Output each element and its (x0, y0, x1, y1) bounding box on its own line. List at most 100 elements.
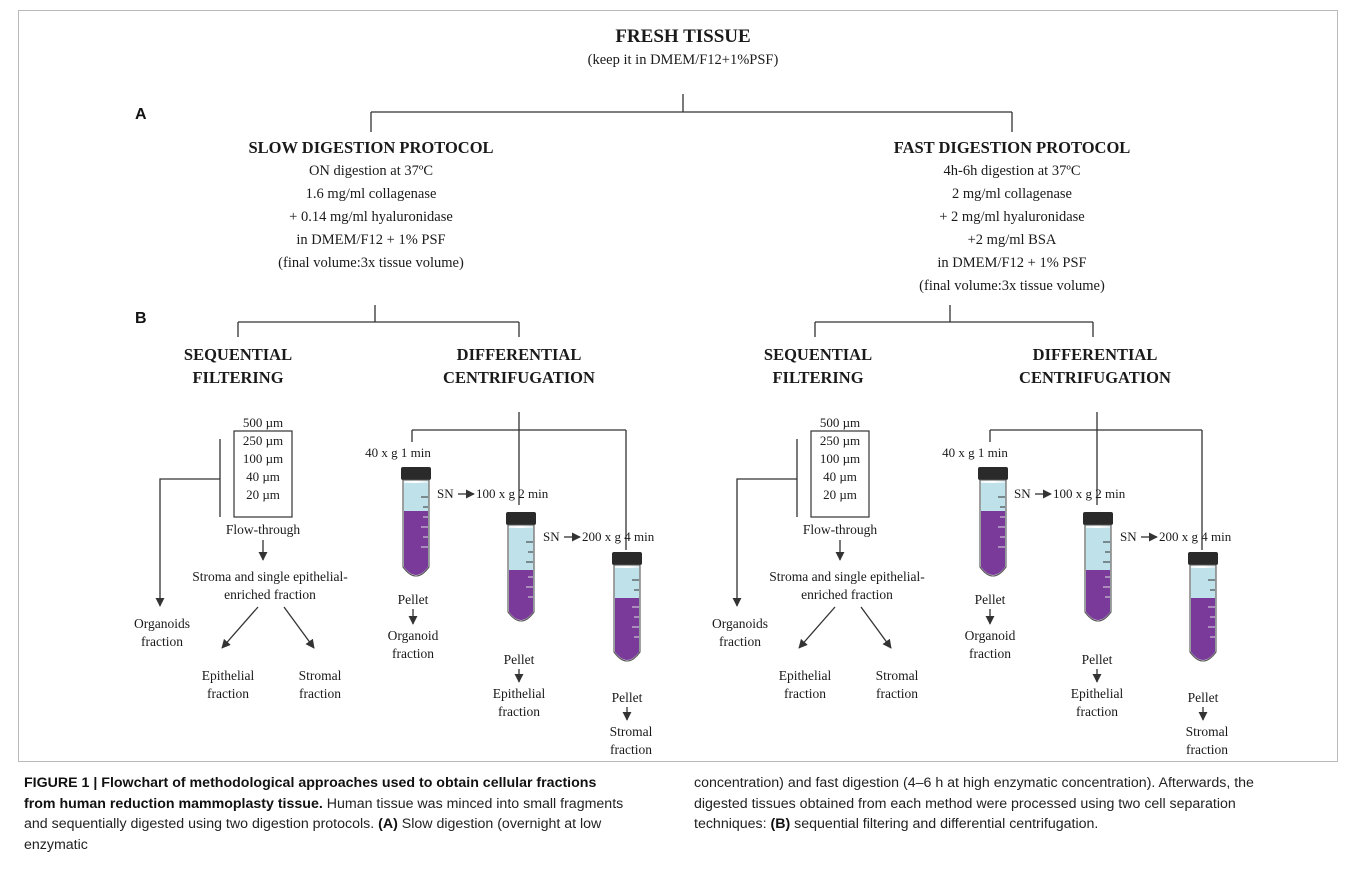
pellet-label: Pellet (398, 592, 429, 607)
filter-size: 500 µm (243, 415, 283, 430)
caption-text: Human tissue was minced into small fragm… (24, 795, 624, 833)
pellet-label: Pellet (504, 652, 535, 667)
organoid-fraction: fraction (969, 646, 1011, 661)
pellet-label: Pellet (1188, 690, 1219, 705)
filtering-title: SEQUENTIAL (184, 345, 292, 364)
centrifuge-tube (1083, 512, 1113, 622)
slow-protocol-line: ON digestion at 37ºC (309, 163, 433, 179)
centrifuge-step-1: 40 x g 1 min (942, 445, 1008, 460)
centrifuge-step-3: 200 x g 4 min (1159, 529, 1232, 544)
filter-stack-box (810, 430, 870, 518)
fresh-tissue-title: FRESH TISSUE (615, 26, 750, 47)
figure-frame (18, 10, 1338, 762)
filter-size: 20 µm (823, 487, 857, 502)
sn-label: SN (1014, 486, 1031, 501)
centrifuge-tube (1188, 552, 1218, 662)
epithelial-fraction: fraction (1076, 704, 1118, 719)
filter-stack-box (233, 430, 293, 518)
centrifuge-tube (612, 552, 642, 662)
filter-size: 40 µm (823, 469, 857, 484)
filtering-title: FILTERING (772, 368, 863, 387)
organoids-fraction: fraction (141, 634, 183, 649)
epithelial-fraction: fraction (207, 686, 249, 701)
epithelial-fraction: fraction (784, 686, 826, 701)
stromal-fraction: fraction (1186, 742, 1228, 757)
fast-protocol-line: in DMEM/F12 + 1% PSF (937, 255, 1086, 271)
centrifuge-step-2: 100 x g 2 min (476, 486, 549, 501)
stromal-fraction: fraction (876, 686, 918, 701)
organoid-fraction: Organoid (388, 628, 439, 643)
centrifugation-title: CENTRIFUGATION (443, 368, 595, 387)
stroma-single-epithelial-fraction: Stroma and single epithelial- (192, 569, 348, 584)
epithelial-fraction: Epithelial (493, 686, 546, 701)
organoids-fraction: Organoids (134, 616, 190, 631)
centrifuge-tube (506, 512, 536, 622)
pellet-label: Pellet (975, 592, 1006, 607)
filter-size: 250 µm (820, 433, 860, 448)
epithelial-fraction: Epithelial (202, 668, 255, 683)
organoids-fraction: fraction (719, 634, 761, 649)
filter-size: 20 µm (246, 487, 280, 502)
slow-protocol-block: SLOW DIGESTION PROTOCOL ON digestion at … (248, 138, 493, 271)
sn-label: SN (1120, 529, 1137, 544)
stroma-single-epithelial-fraction: enriched fraction (801, 587, 893, 602)
slow-protocol-line: in DMEM/F12 + 1% PSF (296, 232, 445, 248)
fast-protocol-line: + 2 mg/ml hyaluronidase (939, 209, 1085, 225)
stromal-fraction: Stromal (1186, 724, 1229, 739)
fast-protocol-title: FAST DIGESTION PROTOCOL (894, 138, 1131, 157)
figure-caption-label: FIGURE 1 | Flowchart of methodological a… (24, 775, 597, 812)
filtering-title: SEQUENTIAL (764, 345, 872, 364)
stroma-single-epithelial-fraction: enriched fraction (224, 587, 316, 602)
fast-protocol-line: 4h-6h digestion at 37ºC (944, 163, 1081, 179)
stromal-fraction: Stromal (610, 724, 653, 739)
slow-protocol-line: + 0.14 mg/ml hyaluronidase (289, 209, 453, 225)
organoid-fraction: Organoid (965, 628, 1016, 643)
top-connector (370, 94, 1013, 132)
filter-size: 500 µm (820, 415, 860, 430)
epithelial-fraction: Epithelial (1071, 686, 1124, 701)
slow-protocol-title: SLOW DIGESTION PROTOCOL (248, 138, 493, 157)
centrifuge-step-1: 40 x g 1 min (365, 445, 431, 460)
caption-ref-b: (B) (770, 816, 791, 832)
sn-label: SN (543, 529, 560, 544)
flow-through-label: Flow-through (226, 522, 301, 537)
caption-text: Slow digestion (overnight at low enzymat… (24, 816, 602, 853)
filter-size: 100 µm (820, 451, 860, 466)
centrifugation-group-slow: 40 x g 1 min SN 100 x g 2 min (365, 412, 655, 757)
fast-protocol-line: (final volume:3x tissue volume) (919, 278, 1105, 294)
organoids-fraction: Organoids (712, 616, 768, 631)
filter-size: 40 µm (246, 469, 280, 484)
epithelial-fraction: fraction (498, 704, 540, 719)
organoid-fraction: fraction (392, 646, 434, 661)
sn-label: SN (437, 486, 454, 501)
fast-protocol-line: +2 mg/ml BSA (968, 232, 1057, 248)
stromal-fraction: Stromal (876, 668, 919, 683)
fresh-tissue-subtitle: (keep it in DMEM/F12+1%PSF) (588, 52, 779, 68)
stromal-fraction: fraction (299, 686, 341, 701)
caption-text: sequential filtering and differential ce… (790, 816, 1099, 832)
centrifuge-step-2: 100 x g 2 min (1053, 486, 1126, 501)
panel-label-a: A (135, 106, 147, 123)
caption-ref-a: (A) (378, 816, 398, 832)
pellet-label: Pellet (612, 690, 643, 705)
slow-protocol-line: 1.6 mg/ml collagenase (306, 186, 437, 202)
centrifugation-group-fast: 40 x g 1 min SN 100 x g 2 min (942, 412, 1232, 757)
caption-text: concentration) and fast digestion (4–6 h… (694, 775, 1254, 832)
filter-size: 250 µm (243, 433, 283, 448)
stromal-fraction: Stromal (299, 668, 342, 683)
fast-protocol-line: 2 mg/ml collagenase (952, 186, 1072, 202)
flow-through-label: Flow-through (803, 522, 878, 537)
filter-size: 100 µm (243, 451, 283, 466)
figure-caption-col-2: concentration) and fast digestion (4–6 h… (694, 773, 1299, 835)
fast-protocol-block: FAST DIGESTION PROTOCOL 4h-6h digestion … (894, 138, 1131, 294)
centrifuge-step-3: 200 x g 4 min (582, 529, 655, 544)
stroma-single-epithelial-fraction: Stroma and single epithelial- (769, 569, 925, 584)
b-connectors (237, 305, 1094, 337)
slow-protocol-line: (final volume:3x tissue volume) (278, 255, 464, 271)
epithelial-fraction: Epithelial (779, 668, 832, 683)
centrifugation-title: DIFFERENTIAL (1033, 345, 1158, 364)
centrifugation-title: CENTRIFUGATION (1019, 368, 1171, 387)
centrifuge-tube (401, 467, 431, 577)
